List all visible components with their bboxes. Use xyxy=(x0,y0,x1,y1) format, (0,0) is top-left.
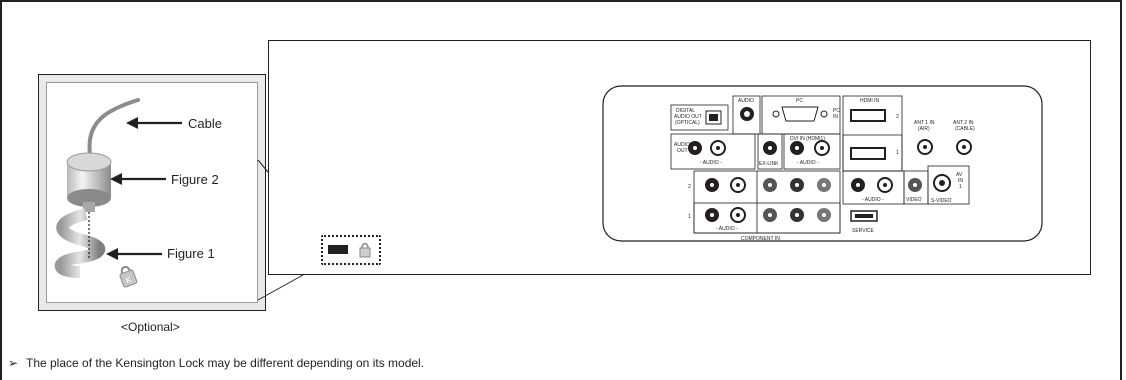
dvi-audio-label: - AUDIO - xyxy=(797,160,819,166)
av-audio-label: - AUDIO - xyxy=(862,197,884,203)
audio-out-rl-label: - AUDIO - xyxy=(700,160,722,166)
figure2-label: Figure 2 xyxy=(171,172,219,187)
connector-panel-outline xyxy=(602,85,1043,242)
kensington-lock-illustration: K xyxy=(54,98,182,288)
digital-audio-out-label-3: (OPTICAL) xyxy=(675,120,700,126)
row1-label: 1 xyxy=(688,214,691,220)
av-in-label-2: IN xyxy=(958,178,963,184)
hdmi-in-label: HDMI IN xyxy=(860,98,880,104)
ant1-label-2: (AIR) xyxy=(918,126,930,132)
av-in-label-3: 1 xyxy=(959,184,962,190)
figure1-label: Figure 1 xyxy=(167,246,215,261)
ex-link-label: EX-LINK xyxy=(759,161,779,167)
digital-audio-out-label-2: AUDIO OUT xyxy=(674,114,702,120)
tv-back-panel xyxy=(268,40,1091,275)
s-video-label: S-VIDEO xyxy=(931,198,952,204)
pc-in-label-2: IN xyxy=(833,114,838,120)
av-in-label-1: AV xyxy=(956,172,963,178)
note-text: The place of the Kensington Lock may be … xyxy=(26,356,425,370)
ant1-label-1: ANT 1 IN xyxy=(914,120,935,126)
audio-label: AUDIO xyxy=(738,98,754,104)
note-arrow-icon: ➢ xyxy=(8,356,19,370)
lock-tag-shape: K xyxy=(119,265,138,288)
rca-jacks xyxy=(688,140,951,223)
hdmi1-label: 1 xyxy=(896,150,899,156)
svg-text:K: K xyxy=(125,275,134,286)
security-slot-ribbon xyxy=(54,208,106,278)
kensington-note: ➢ The place of the Kensington Lock may be… xyxy=(8,356,424,370)
audio-out-label-2: OUT xyxy=(677,148,688,154)
optional-label: <Optional> xyxy=(121,320,180,334)
component-in-label: COMPONENT IN xyxy=(741,236,780,242)
cable-label: Cable xyxy=(188,116,222,131)
dvi-in-label: DVI IN (HDMI1) xyxy=(790,136,825,142)
kensington-slot xyxy=(328,242,371,258)
video-label: VIDEO xyxy=(906,197,922,203)
pc-label: PC xyxy=(796,98,803,104)
row2-label: 2 xyxy=(688,184,691,190)
kensington-slot-opening xyxy=(328,245,348,254)
digital-audio-out-label-1: DIGITAL xyxy=(676,108,695,114)
kensington-slot-highlight xyxy=(321,235,381,265)
lock-icon xyxy=(359,242,371,258)
pc-in-label-1: PC xyxy=(833,108,840,114)
ant2-label-2: (CABLE) xyxy=(955,126,975,132)
ant2-label-1: ANT 2 IN xyxy=(953,120,974,126)
audio-out-label-1: AUDIO xyxy=(674,142,690,148)
component-audio-label: - AUDIO - xyxy=(716,226,738,232)
hdmi2-label: 2 xyxy=(896,114,899,120)
cable-shape xyxy=(87,98,140,156)
service-label: SERVICE xyxy=(852,228,875,234)
